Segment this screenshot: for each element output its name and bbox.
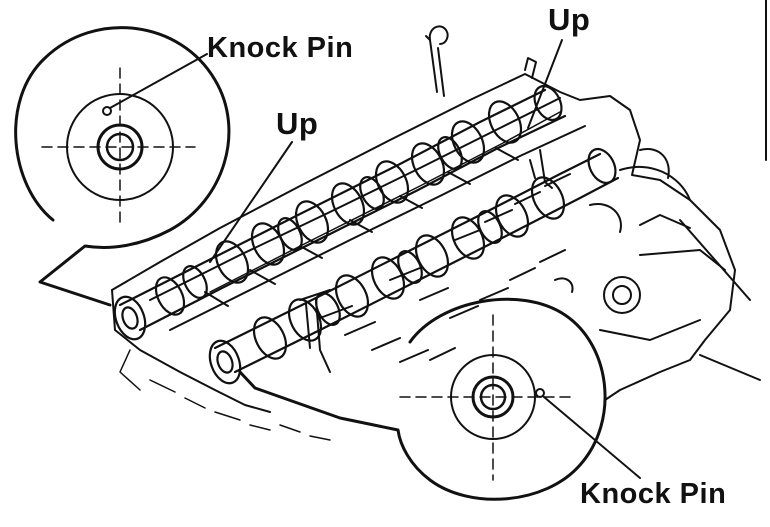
cylinder-head [111,73,761,441]
bearing-ring-mid-top [96,123,144,171]
lifting-bracket [425,25,449,97]
bearing-ring-outer-top [66,93,174,201]
bearing-ring-outer-bottom [450,354,536,440]
lower-camshaft [208,147,620,385]
label-up-right: Up [548,2,591,37]
callout-bottom-right [238,297,641,501]
bearing-ring-inner-bottom [479,383,507,411]
label-knock-pin-bottom: Knock Pin [580,478,727,510]
leader-knock-pin-bottom [543,396,641,479]
leader-up-right [527,39,563,129]
label-knock-pin-top: Knock Pin [207,32,354,64]
rear-bracket [524,57,553,189]
leader-up-left [209,141,293,263]
front-bracket [305,299,331,373]
callout-bubble-top-left [14,26,231,307]
knock-pin-bottom [535,388,545,398]
callout-bubble-bottom-right [238,297,607,501]
label-up-left: Up [276,106,319,141]
bearing-ring-inner-top [105,132,135,162]
knock-pin-top [102,106,112,116]
upper-camshaft [113,84,567,341]
callout-top-left [14,26,231,307]
leader-knock-pin-top [109,53,208,109]
bearing-ring-mid-bottom [471,375,515,419]
